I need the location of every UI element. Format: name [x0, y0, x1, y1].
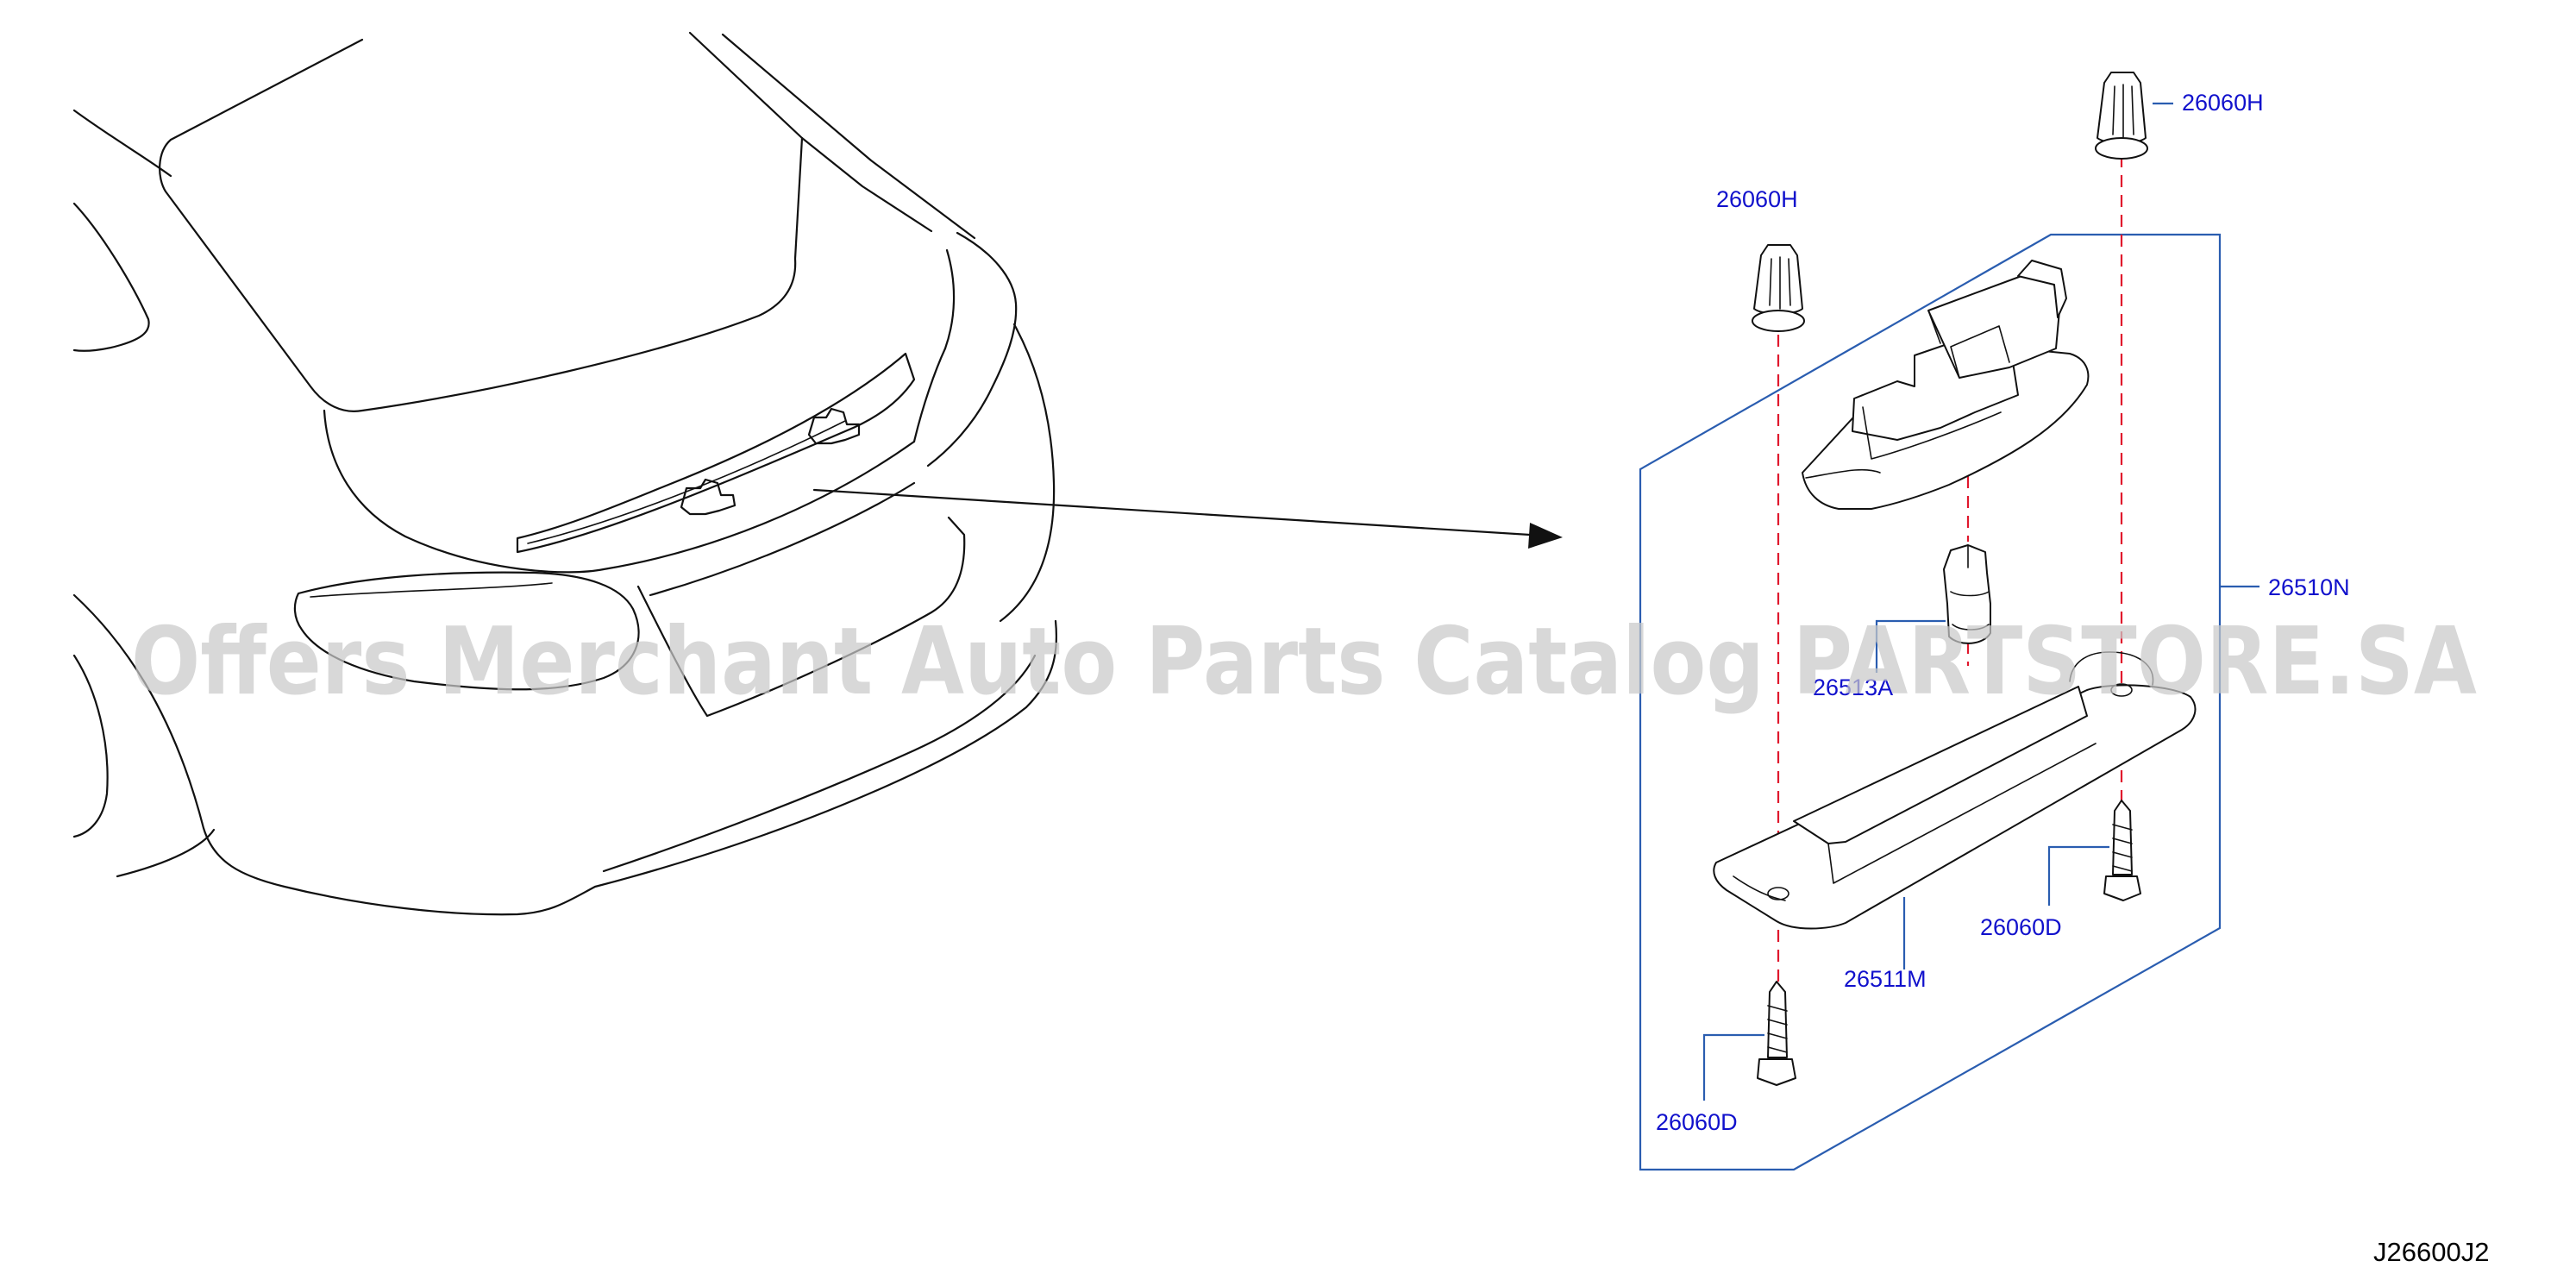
callout-26060d-left: 26060D: [1656, 1109, 1738, 1135]
pointer-arrow: [812, 488, 1563, 549]
callout-26060h-right: 26060H: [2182, 90, 2264, 116]
callout-26513a: 26513A: [1813, 675, 1893, 700]
callout-labels: 26060H 26060H 26510N 26513A 26511M 26060…: [1656, 90, 2350, 1135]
vehicle-rear-view: [72, 31, 1058, 916]
grommet-right: [2095, 72, 2148, 160]
bulb: [1943, 544, 1991, 644]
callout-26511m: 26511M: [1844, 966, 1927, 992]
screw-left: [1757, 981, 1796, 1086]
assembly-outline: [1639, 233, 2222, 1171]
leader-lines: [1702, 102, 2259, 1101]
lamp-housing: [1802, 260, 2090, 510]
callout-26510n: 26510N: [2268, 574, 2350, 600]
grommet-left: [1752, 244, 1805, 332]
callout-26060h-left: 26060H: [1716, 186, 1798, 212]
screw-right: [2103, 800, 2141, 901]
callout-26060d-right: 26060D: [1980, 914, 2062, 940]
diagram-code: J26600J2: [2373, 1237, 2489, 1267]
watermark-text: Offers Merchant Auto Parts Catalog PARTS…: [131, 608, 2477, 716]
lens-base: [1713, 651, 2197, 930]
